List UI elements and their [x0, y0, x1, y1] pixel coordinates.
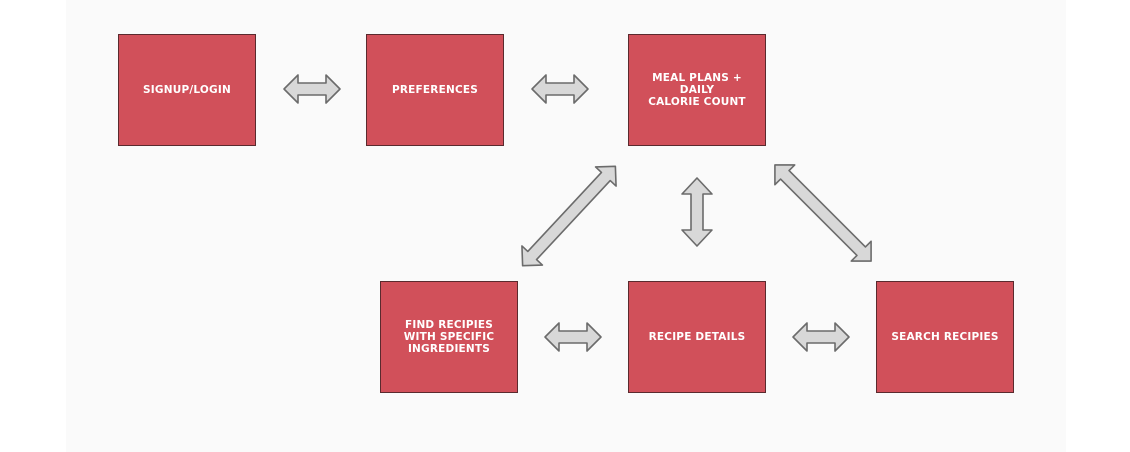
node-signup-login-label: SIGNUP/LOGIN	[143, 84, 231, 96]
node-recipe-details: RECIPE DETAILS	[628, 281, 766, 393]
node-recipe-details-label: RECIPE DETAILS	[648, 331, 746, 343]
arrow-signup-preferences	[283, 74, 341, 104]
arrow-meal-plans-search-recipes	[774, 164, 872, 262]
arrow-meal-plans-find-recipes	[521, 165, 617, 267]
node-search-recipes: SEARCH RECIPIES	[876, 281, 1014, 393]
arrow-find-recipes-recipe-details	[544, 322, 602, 352]
arrow-recipe-details-search-recipes	[792, 322, 850, 352]
node-signup-login: SIGNUP/LOGIN	[118, 34, 256, 146]
node-find-recipes: FIND RECIPIES WITH SPECIFIC INGREDIENTS	[380, 281, 518, 393]
node-meal-plans: MEAL PLANS + DAILY CALORIE COUNT	[628, 34, 766, 146]
node-search-recipes-label: SEARCH RECIPIES	[891, 331, 999, 343]
arrow-meal-plans-recipe-details	[681, 177, 713, 247]
arrow-preferences-meal-plans	[531, 74, 589, 104]
node-preferences-label: PREFERENCES	[392, 84, 478, 96]
node-find-recipes-label: FIND RECIPIES WITH SPECIFIC INGREDIENTS	[403, 319, 495, 355]
node-preferences: PREFERENCES	[366, 34, 504, 146]
node-meal-plans-label: MEAL PLANS + DAILY CALORIE COUNT	[648, 72, 746, 108]
